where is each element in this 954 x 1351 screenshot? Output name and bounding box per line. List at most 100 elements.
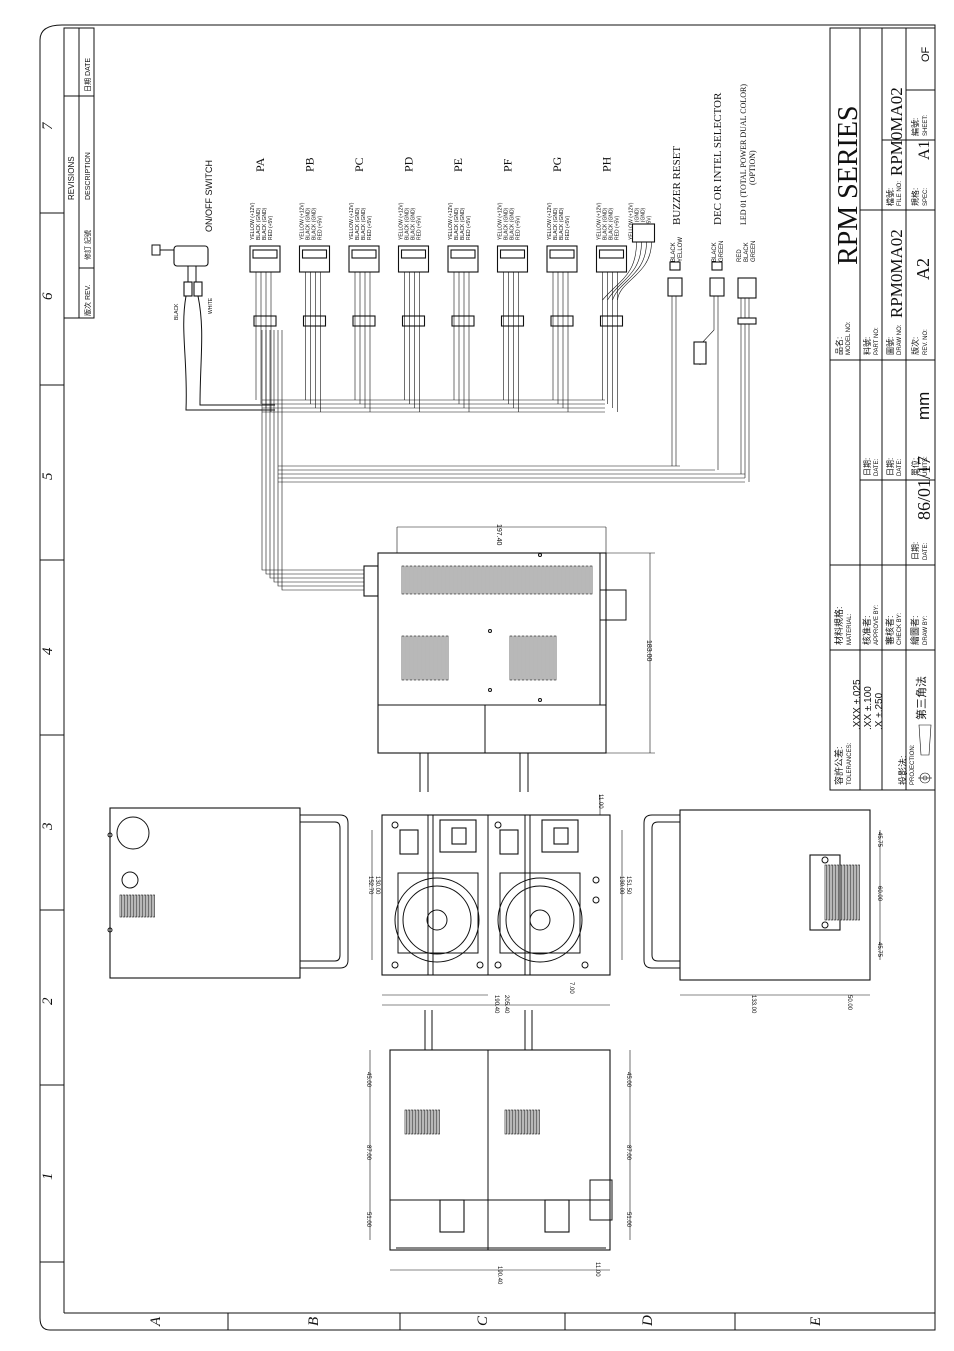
- dim-45c: 45.00: [365, 1072, 371, 1088]
- dim-152: 152.70: [367, 876, 373, 895]
- connector-wire-label: BLACK (GND): [262, 207, 268, 240]
- grid-col-4: 4: [40, 647, 56, 655]
- connector-wire-label: YELLOW (+12V): [349, 202, 355, 240]
- tolerance-xxx: .XXX ±.025: [852, 679, 863, 730]
- file-no-label-en: FILE NO:: [897, 181, 903, 206]
- connector-wire-label: BLACK (GND): [553, 207, 559, 240]
- dim-50: 50.00: [846, 995, 852, 1011]
- connector-wire-label: BLACK (GND): [312, 207, 318, 240]
- sheet-label: 編號:: [910, 118, 920, 136]
- date-value: 86/01/17: [914, 456, 934, 520]
- buzzer-wire-black: BLACK: [671, 242, 677, 262]
- draw-by-label: 繪圖者:: [909, 615, 920, 645]
- connector-label: PD: [402, 156, 416, 172]
- switch-body: [173, 245, 209, 267]
- dim-190a: 190.40: [493, 995, 499, 1014]
- dim-87a: 87.00: [365, 1145, 371, 1161]
- grid-bottom-ticks: [227, 1313, 736, 1330]
- dim-130a: 130.00: [374, 876, 380, 895]
- approve-label: 核准者:: [861, 615, 872, 645]
- connector-wire-label: RED (+5V): [565, 215, 571, 240]
- dim-87b: 87.00: [625, 1145, 631, 1161]
- connector-wire-label: BLACK (GND): [454, 207, 460, 240]
- units-value: mm: [914, 392, 933, 420]
- tolerance-x: .X ±.250: [874, 692, 885, 730]
- ph-extra-wires: YELLOW (+12V)BLACK (GND)BLACK (GND)RED (…: [602, 202, 656, 301]
- buzzer-label: BUZZER RESET: [671, 146, 683, 225]
- connector-wire-label: BLACK (GND): [306, 207, 312, 240]
- dim-151: 151.50: [625, 876, 631, 895]
- selector-wire-black: BLACK: [712, 242, 718, 262]
- connector-wire-label: RED (+5V): [367, 215, 373, 240]
- grid-left-ticks: [40, 212, 64, 1263]
- connector-label: PH: [600, 156, 614, 172]
- date-label-3: 日期:: [886, 458, 895, 476]
- spec-label: 規格:: [910, 188, 920, 206]
- buzzer-wire-yellow: YELLOW: [678, 237, 684, 262]
- connector-wire-label: RED (+5V): [615, 215, 621, 240]
- revisions-header: REVISIONS: [67, 156, 76, 200]
- connector-wire-label: BLACK (GND): [603, 207, 609, 240]
- dim-190b: 190.40: [496, 1266, 502, 1285]
- unit-left-view: [107, 807, 349, 979]
- connector-wire-label: BLACK (GND): [256, 207, 262, 240]
- grid-col-3: 3: [40, 823, 56, 832]
- dim-45b: 45.75: [876, 942, 882, 958]
- revisions-date-col: 日期 DATE: [84, 58, 92, 92]
- dim-11a: 11.00: [597, 794, 603, 809]
- tolerance-xx: .XX ±.100: [863, 686, 874, 730]
- connector-wire-label: YELLOW (+12V): [448, 202, 454, 240]
- revisions-desc-col: DESCRIPTION: [85, 152, 92, 200]
- harness-trunk: [261, 330, 745, 597]
- dim-130b: 130.00: [618, 876, 624, 895]
- spec-value: A1: [916, 140, 933, 160]
- unit-bottom-view: 45.00 87.00 51.00 45.00 87.00 51.00 190.…: [365, 1010, 631, 1285]
- draw-by-label-en: DRAW BY:: [923, 616, 929, 645]
- file-no: RPM0MA02: [887, 87, 906, 176]
- spec-label-en: SPEC:: [923, 188, 929, 206]
- projection-value: 第三角法: [914, 676, 928, 720]
- selector-label: DEC OR INTEL SELECTOR: [712, 92, 724, 225]
- grid-col-5: 5: [40, 472, 56, 480]
- revisions-table: REVISIONS 版次 REV. 修訂 記號 DESCRIPTION 日期 D…: [63, 27, 95, 319]
- led-wire-black: BLACK: [744, 242, 750, 262]
- units-label-en: UNITS:: [923, 456, 929, 476]
- switch-wire-black: BLACK: [174, 303, 180, 320]
- projection-label: 投影法:: [897, 755, 908, 785]
- connector-label: PE: [451, 158, 465, 172]
- date-label-2: 日期:: [863, 458, 872, 476]
- grid-row-b: B: [306, 1317, 322, 1326]
- led-wire-green: GREEN: [751, 241, 757, 262]
- switch-wire-white: WHITE: [208, 297, 214, 314]
- connector-wire-label: BLACK (GND): [460, 207, 466, 240]
- projection-label-en: PROJECTION:: [910, 744, 916, 785]
- series-title: RPM SERIES: [833, 106, 864, 266]
- grid-row-a: A: [148, 1316, 164, 1327]
- connector-wire-label: YELLOW (+12V): [300, 202, 306, 240]
- grid-column-labels: 7 6 5 4 3 2 1: [40, 121, 56, 1180]
- material-label-en: MATERIAL:: [847, 613, 853, 645]
- sheet-border: [39, 24, 936, 1331]
- connector-label: PA: [253, 157, 267, 172]
- dim-51b: 51.00: [625, 1212, 631, 1228]
- check-label: 審核者:: [884, 615, 895, 645]
- switch-assembly: ON/OFF SWITCH BLACK WHITE: [151, 160, 275, 411]
- model-label: 品名:: [834, 337, 844, 355]
- approve-label-en: APPROVE BY:: [874, 605, 880, 645]
- connector-wire-label: BLACK (GND): [609, 207, 615, 240]
- connector-label: PB: [303, 157, 317, 172]
- draw-no-label: 圖號:: [885, 337, 895, 355]
- connector-wire-label: YELLOW (+12V): [250, 202, 256, 240]
- grid-row-c: C: [475, 1315, 491, 1326]
- connector-wire-label: RED (+5V): [516, 215, 522, 240]
- dec-intel-selector: DEC OR INTEL SELECTOR BLACK GREEN: [693, 92, 725, 470]
- connector-wire-label: YELLOW (+12V): [547, 202, 553, 240]
- connector-wire-label: BLACK (GND): [504, 207, 510, 240]
